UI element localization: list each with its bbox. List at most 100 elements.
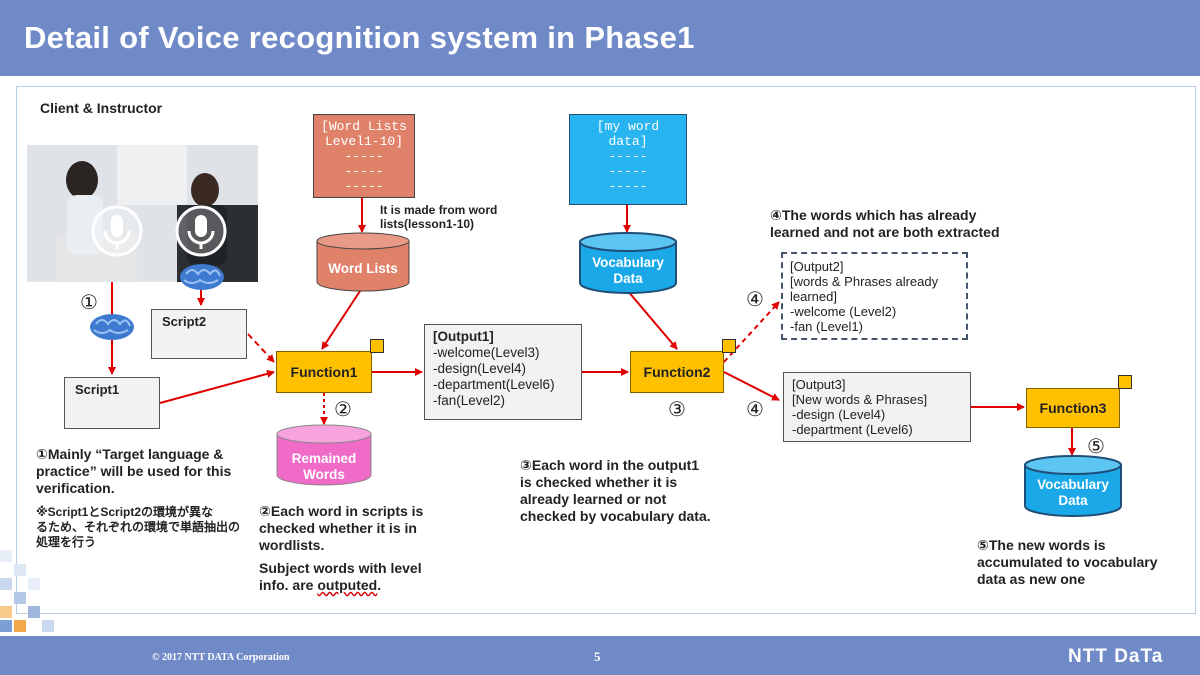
note-4-extraction: ④The words which has already learned and… [770,207,1000,241]
function3-box: Function3 [1026,388,1120,428]
output1-line: -design(Level4) [433,361,527,376]
title-bar: Detail of Voice recognition system in Ph… [0,0,1200,76]
output2-line: -welcome (Level2) [790,304,897,319]
arrow-script2-function1 [247,333,275,363]
vocabulary-db-2-label: Vocabulary Data [1024,477,1122,509]
note-3-line: ③Each word in the output1 [520,457,700,473]
output2-line: learned] [790,289,837,304]
output1-line: [Output1] [433,329,494,344]
step-1-marker: ① [80,292,98,314]
note-1-line: practice” will be used for this [36,463,232,479]
note-5: ⑤The new words is accumulated to vocabul… [977,537,1158,588]
content-frame [16,86,1196,614]
word-lists-db-label: Word Lists [328,261,398,276]
made-from-line: lists(lesson1-10) [380,217,475,231]
word-lists-doc-line: ----- [344,164,384,179]
note-1-japanese: ※Script1とScript2の環境が異な るため、それぞれの環境で単語抽出の… [36,505,240,550]
word-lists-doc-line: ----- [344,179,384,194]
remained-words-line: Remained [291,451,357,466]
note-2b-text: info. are [259,577,318,593]
page-number: 5 [594,649,601,664]
made-from-note: It is made from word lists(lesson1-10) [380,203,497,231]
output3-line: -department (Level6) [792,422,913,437]
footer-bar [0,636,1200,675]
note-4-line: ④The words which has already [770,207,977,223]
output1-box: [Output1] -welcome(Level3) -design(Level… [424,324,582,420]
function1-corner-marker [370,339,384,353]
output3-box: [Output3] [New words & Phrases] -design … [783,372,971,442]
classroom-photo [27,145,258,282]
output2-box: [Output2] [words & Phrases already learn… [781,252,968,340]
output2-line: -fan (Level1) [790,319,863,334]
note-2b-underlined: outputed [317,577,378,593]
arrow-wordlistdb-function1 [321,287,363,350]
word-lists-document: [Word Lists Level1-10] ----- ----- ----- [313,114,415,198]
note-5-line: data as new one [977,571,1086,587]
vocabulary-db-label: Vocabulary Data [579,255,677,287]
output3-line: [Output3] [792,377,846,392]
function2-box: Function2 [630,351,724,393]
step-5-marker: ⑤ [1087,436,1105,458]
note-1-jp-line: るため、それぞれの環境で単語抽出の [36,520,241,534]
note-3-line: already learned or not [520,491,667,507]
word-lists-doc-line: [Word Lists [321,119,407,134]
step-4-marker-bottom: ④ [746,399,764,421]
vocab-db-2-line: Data [1058,493,1088,508]
note-2b-line: info. are outputed. [259,577,422,594]
client-instructor-label: Client & Instructor [40,100,163,116]
note-5-line: accumulated to vocabulary [977,554,1158,570]
script2-box: Script2 [151,309,247,359]
made-from-line: It is made from word [380,203,498,217]
note-1-line: ①Mainly “Target language & [36,446,224,462]
note-2-line: wordlists. [259,537,325,553]
note-2: ②Each word in scripts is checked whether… [259,503,423,554]
note-2-line: ②Each word in scripts is [259,503,424,519]
vocabulary-database [579,232,677,294]
note-2b: Subject words with level info. are outpu… [259,560,422,594]
function3-corner-marker [1118,375,1132,389]
function1-box: Function1 [276,351,372,393]
remained-words-label: Remained Words [276,451,372,483]
ntt-data-logo: NTT DaTa [1068,646,1164,667]
arrow-script1-function1 [159,369,275,404]
my-word-doc-line: data] [608,134,648,149]
note-1-line: verification. [36,480,115,496]
vocab-db-2-line: Vocabulary [1037,477,1109,492]
classroom-photo-illustration [27,145,258,282]
output2-line: [words & Phrases already [790,274,939,289]
mosaic-decoration [0,550,54,632]
note-3: ③Each word in the output1 is checked whe… [520,457,711,525]
step-4-marker-top: ④ [746,289,764,311]
output1-line: -fan(Level2) [433,393,506,408]
arrow-function2-output3 [723,371,780,401]
remained-words-line: Words [303,467,345,482]
note-2-line: checked whether it is in [259,520,417,536]
note-2b-end: . [377,577,382,593]
vocab-db-line: Vocabulary [592,255,664,270]
output1-line: -department(Level6) [433,377,555,392]
copyright-text: © 2017 NTT DATA Corporation [152,652,290,663]
my-word-doc-line: ----- [608,164,648,179]
output3-line: [New words & Phrases] [792,392,928,407]
note-1: ①Mainly “Target language & practice” wil… [36,446,231,497]
brain-icon [90,314,134,340]
remained-words-database [276,424,372,486]
my-word-doc-line: [my word [596,119,660,134]
word-lists-database [316,232,410,292]
word-lists-doc-line: Level1-10] [324,134,403,149]
output1-line: -welcome(Level3) [433,345,540,360]
arrow-vocab-function2 [626,289,678,350]
my-word-data-document: [my word data] ----- ----- ----- [569,114,687,205]
function2-corner-marker [722,339,736,353]
step-3-marker: ③ [668,399,686,421]
note-1-jp-line: ※Script1とScript2の環境が異な [36,505,214,519]
vocab-db-line: Data [613,271,643,286]
note-1-jp-line: 処理を行う [36,535,97,549]
note-3-line: is checked whether it is [520,474,678,490]
note-5-line: ⑤The new words is [977,537,1106,553]
output2-line: [Output2] [790,259,844,274]
output3-line: -design (Level4) [792,407,886,422]
step-2-marker: ② [334,399,352,421]
vocabulary-database-2 [1024,455,1122,517]
